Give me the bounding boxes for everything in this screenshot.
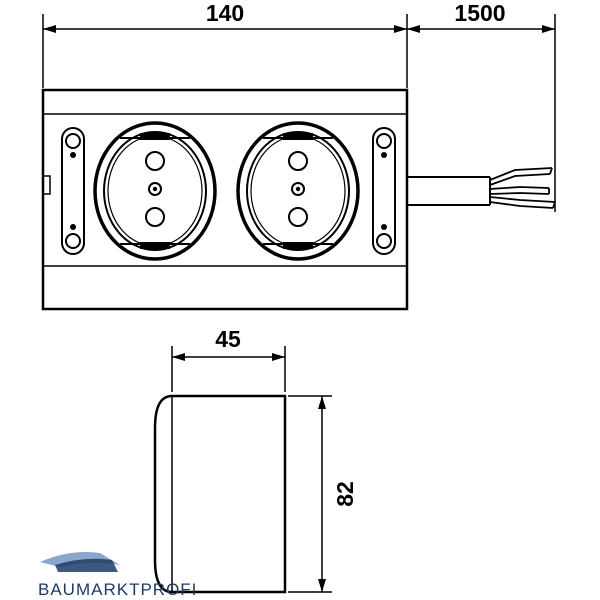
height-dimension: 82 [288, 395, 358, 593]
left-mounting-slot [61, 127, 85, 255]
height-dimension-label: 82 [332, 481, 358, 507]
power-cable [407, 167, 556, 209]
socket-outlet-left [93, 121, 217, 261]
baumarktprofi-logo: BAUMARKTPROFI [38, 552, 197, 599]
depth-dimension: 45 [171, 326, 286, 392]
socket-outlet-right [236, 121, 360, 261]
width-dimension: 140 [42, 0, 408, 88]
width-dimension-label: 140 [206, 0, 244, 26]
depth-dimension-label: 45 [215, 326, 241, 352]
cable-length-dimension: 1500 [407, 0, 556, 212]
right-mounting-slot [372, 127, 396, 255]
socket-housing-side [153, 394, 287, 594]
socket-housing-front [41, 88, 409, 311]
cable-length-label: 1500 [454, 0, 505, 26]
logo-text: BAUMARKTPROFI [38, 580, 197, 599]
